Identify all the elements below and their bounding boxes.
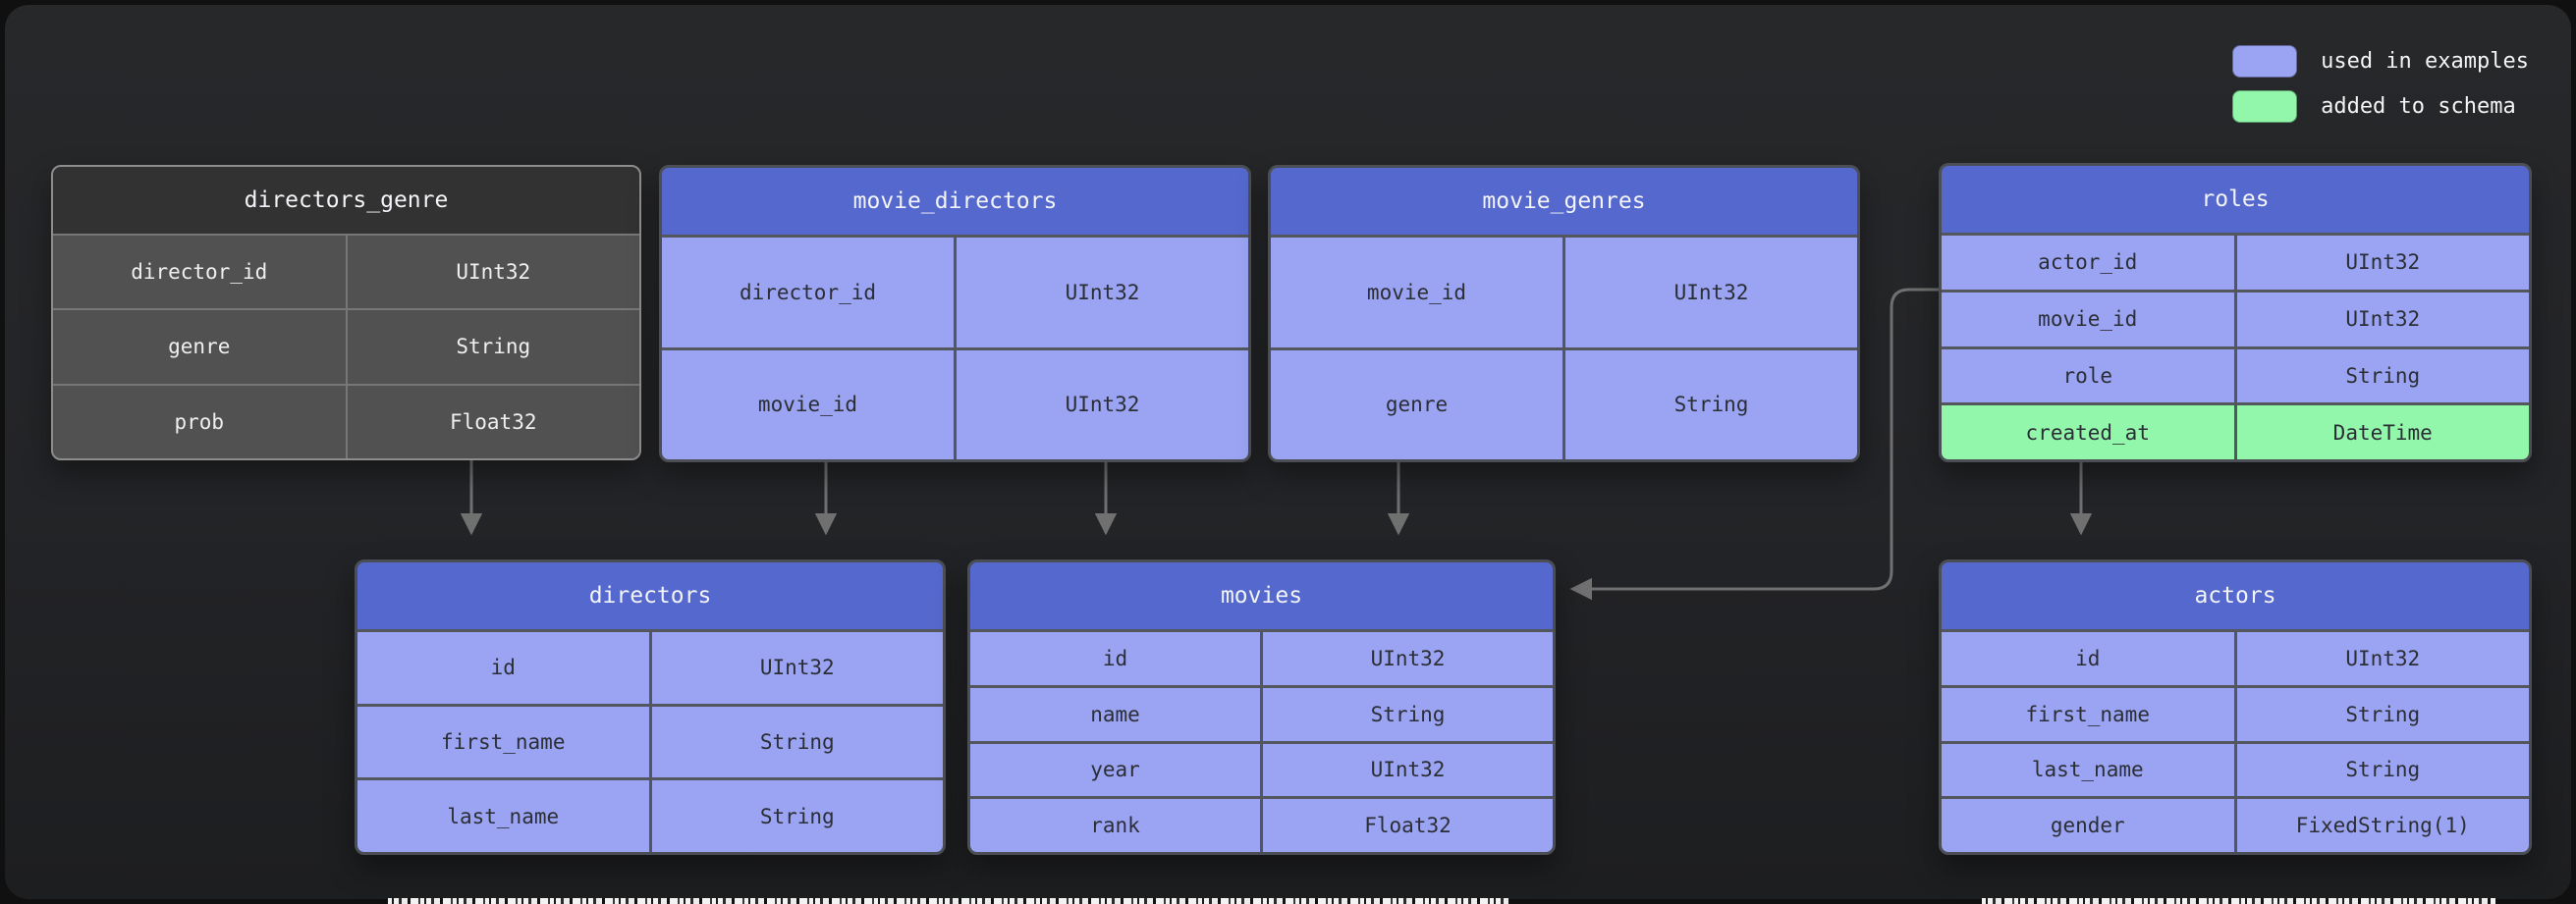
table-movies: movies id UInt32 name String year UInt32… bbox=[967, 559, 1556, 855]
field-type: UInt32 bbox=[2233, 236, 2529, 290]
field-name: last_name bbox=[357, 780, 649, 852]
field-name: movie_id bbox=[1271, 238, 1562, 347]
table-title: directors_genre bbox=[53, 167, 639, 234]
field-type: UInt32 bbox=[1562, 238, 1857, 347]
field-name: id bbox=[357, 632, 649, 704]
table-row: id UInt32 bbox=[970, 629, 1553, 685]
table-row: movie_id UInt32 bbox=[1271, 235, 1857, 347]
field-name: movie_id bbox=[662, 349, 954, 459]
table-title: movies bbox=[970, 562, 1553, 629]
legend-swatch-green bbox=[2232, 90, 2298, 123]
field-name: director_id bbox=[662, 238, 954, 347]
field-name: genre bbox=[53, 310, 346, 384]
field-type: Float32 bbox=[345, 385, 639, 458]
table-row: first_name String bbox=[1942, 684, 2529, 741]
clipped-text-strip bbox=[1982, 898, 2495, 904]
field-name: role bbox=[1942, 348, 2234, 403]
field-type: Float32 bbox=[1260, 799, 1553, 852]
field-name: genre bbox=[1271, 349, 1562, 459]
table-title: roles bbox=[1942, 166, 2529, 233]
table-directors_genre: directors_genre director_id UInt32 genre… bbox=[51, 165, 641, 460]
field-name: prob bbox=[53, 385, 346, 458]
field-type: UInt32 bbox=[2233, 292, 2529, 346]
field-type: String bbox=[1260, 687, 1553, 741]
field-name: id bbox=[1942, 632, 2234, 685]
field-type: FixedString(1) bbox=[2233, 799, 2529, 852]
table-row-added-to-schema: created_at DateTime bbox=[1942, 402, 2529, 459]
table-directors: directors id UInt32 first_name String la… bbox=[355, 559, 946, 855]
table-title: directors bbox=[357, 562, 943, 629]
table-row: id UInt32 bbox=[1942, 629, 2529, 685]
table-row: director_id UInt32 bbox=[662, 235, 1248, 347]
table-title: movie_genres bbox=[1271, 168, 1857, 235]
legend-label: added to schema bbox=[2321, 94, 2516, 119]
legend-item-used-in-examples: used in examples bbox=[2232, 45, 2529, 78]
field-type: UInt32 bbox=[2233, 632, 2529, 685]
table-row: id UInt32 bbox=[357, 629, 943, 704]
clipped-text-strip bbox=[388, 898, 1508, 904]
table-row: genre String bbox=[1271, 346, 1857, 459]
field-type: String bbox=[2233, 348, 2529, 403]
legend-item-added-to-schema: added to schema bbox=[2232, 90, 2529, 123]
table-actors: actors id UInt32 first_name String last_… bbox=[1939, 559, 2532, 855]
field-name: actor_id bbox=[1942, 236, 2234, 290]
field-type: UInt32 bbox=[648, 632, 943, 704]
field-name: created_at bbox=[1942, 405, 2234, 459]
table-title: movie_directors bbox=[662, 168, 1248, 235]
table-row: movie_id UInt32 bbox=[1942, 289, 2529, 346]
field-type: String bbox=[2233, 743, 2529, 797]
table-row: year UInt32 bbox=[970, 740, 1553, 797]
legend-label: used in examples bbox=[2321, 49, 2529, 74]
table-row: role String bbox=[1942, 346, 2529, 403]
field-name: name bbox=[970, 687, 1260, 741]
table-roles: roles actor_id UInt32 movie_id UInt32 ro… bbox=[1939, 163, 2532, 462]
table-row: director_id UInt32 bbox=[53, 234, 639, 309]
field-type: String bbox=[345, 310, 639, 384]
field-name: director_id bbox=[53, 236, 346, 309]
field-type: String bbox=[648, 706, 943, 778]
table-title: actors bbox=[1942, 562, 2529, 629]
table-movie_directors: movie_directors director_id UInt32 movie… bbox=[659, 165, 1251, 462]
field-type: String bbox=[1562, 349, 1857, 459]
field-type: DateTime bbox=[2233, 405, 2529, 459]
legend-swatch-blue bbox=[2232, 45, 2298, 78]
field-name: gender bbox=[1942, 799, 2234, 852]
field-name: movie_id bbox=[1942, 292, 2234, 346]
table-row: last_name String bbox=[1942, 740, 2529, 797]
field-name: first_name bbox=[1942, 687, 2234, 741]
field-name: year bbox=[970, 743, 1260, 797]
field-name: last_name bbox=[1942, 743, 2234, 797]
table-movie_genres: movie_genres movie_id UInt32 genre Strin… bbox=[1268, 165, 1860, 462]
field-type: UInt32 bbox=[954, 238, 1248, 347]
table-row: actor_id UInt32 bbox=[1942, 233, 2529, 290]
field-name: rank bbox=[970, 799, 1260, 852]
table-row: last_name String bbox=[357, 777, 943, 852]
table-row: first_name String bbox=[357, 703, 943, 778]
field-type: UInt32 bbox=[954, 349, 1248, 459]
legend: used in examples added to schema bbox=[2232, 45, 2529, 123]
field-name: first_name bbox=[357, 706, 649, 778]
field-name: id bbox=[970, 632, 1260, 685]
table-row: genre String bbox=[53, 308, 639, 384]
field-type: UInt32 bbox=[1260, 743, 1553, 797]
table-row: name String bbox=[970, 684, 1553, 741]
field-type: String bbox=[2233, 687, 2529, 741]
table-row: rank Float32 bbox=[970, 796, 1553, 852]
table-row: movie_id UInt32 bbox=[662, 346, 1248, 459]
field-type: UInt32 bbox=[1260, 632, 1553, 685]
field-type: String bbox=[648, 780, 943, 852]
table-row: prob Float32 bbox=[53, 383, 639, 458]
table-row: gender FixedString(1) bbox=[1942, 796, 2529, 852]
field-type: UInt32 bbox=[345, 236, 639, 309]
